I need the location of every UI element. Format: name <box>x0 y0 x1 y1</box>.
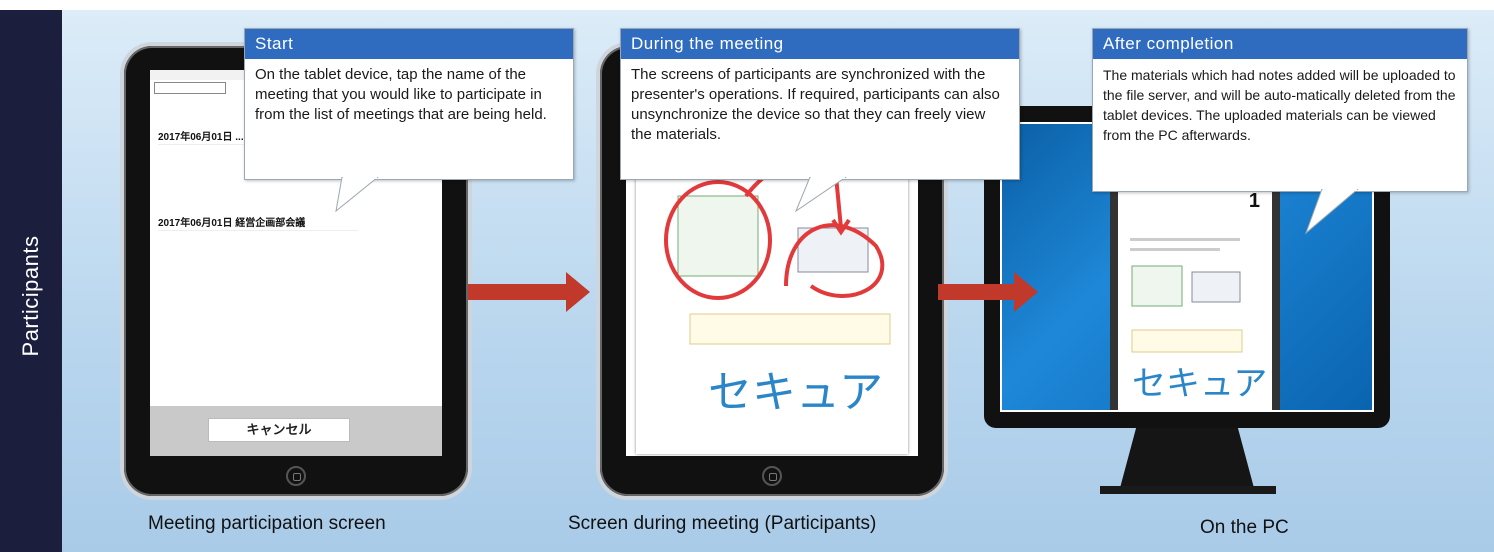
callout-title: Start <box>245 29 573 59</box>
handwritten-note: セキュア <box>708 367 884 418</box>
callout-during: During the meeting The screens of partic… <box>620 28 1020 180</box>
callout-title: After completion <box>1093 29 1467 59</box>
caption-participation: Meeting participation screen <box>148 513 386 534</box>
document-page: セキュア <box>636 136 908 454</box>
monitor-base <box>1100 486 1276 494</box>
callout-text: The screens of participants are synchron… <box>631 66 1000 143</box>
meeting-item[interactable]: 2017年06月01日 経営企画部会議 <box>158 218 306 229</box>
monitor-neck <box>1120 428 1254 488</box>
callout-text: The materials which had notes added will… <box>1103 67 1456 143</box>
meeting-item-details <box>158 230 358 231</box>
meeting-item[interactable]: 2017年06月01日 ... <box>158 132 244 143</box>
callout-start: Start On the tablet device, tap the name… <box>244 28 574 180</box>
callout-tail <box>335 177 379 213</box>
callout-after: After completion The materials which had… <box>1092 28 1468 192</box>
handwritten-note: セキュア <box>1132 364 1268 404</box>
callout-text: On the tablet device, tap the name of th… <box>255 66 547 123</box>
home-button[interactable] <box>286 466 306 486</box>
flow-arrow <box>938 272 1038 312</box>
flow-arrow <box>468 272 590 312</box>
sidebar: Participants <box>0 10 62 552</box>
caption-pc: On the PC <box>1200 517 1289 538</box>
cancel-button[interactable]: キャンセル <box>208 418 350 442</box>
callout-title: During the meeting <box>621 29 1019 59</box>
callout-tail <box>1304 189 1359 235</box>
page-number: 1 <box>1248 190 1260 212</box>
home-button[interactable] <box>762 466 782 486</box>
cancel-bar: キャンセル <box>150 406 442 456</box>
sidebar-label: Participants <box>18 235 43 357</box>
pc-document-graphics <box>1130 238 1243 353</box>
callout-tail <box>794 177 847 213</box>
caption-during: Screen during meeting (Participants) <box>568 513 877 534</box>
annotation-drawing <box>664 156 891 345</box>
user-menu[interactable] <box>154 82 226 94</box>
